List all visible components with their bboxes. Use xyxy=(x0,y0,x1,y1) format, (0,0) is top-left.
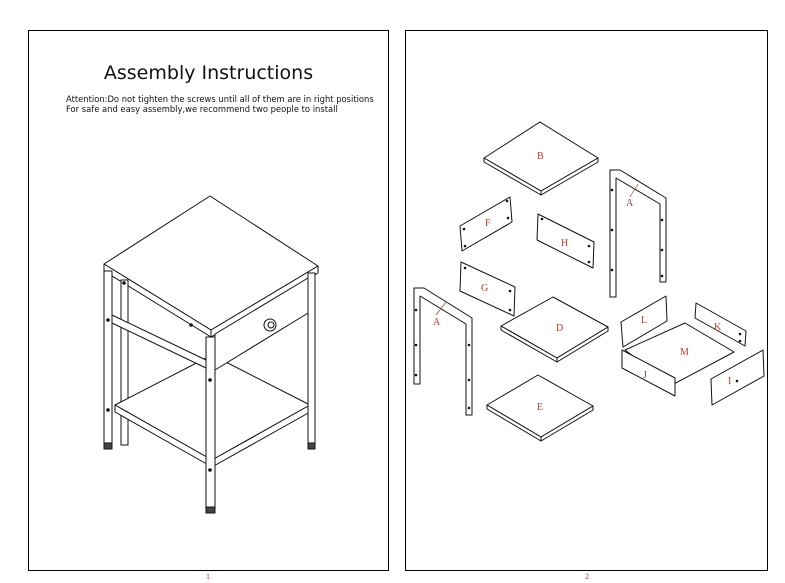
label-m: M xyxy=(680,347,689,358)
page-number-2: 2 xyxy=(585,572,589,581)
part-a-left xyxy=(413,287,473,416)
part-d xyxy=(500,296,609,359)
part-l xyxy=(620,295,668,348)
label-a-right: A xyxy=(626,198,634,209)
label-f: F xyxy=(485,218,491,229)
label-h: H xyxy=(561,238,568,249)
label-d: D xyxy=(556,323,563,334)
part-j xyxy=(621,349,676,397)
part-f xyxy=(459,196,513,252)
attention-note: Attention:Do not tighten the screws unti… xyxy=(66,94,374,104)
assembled-nightstand-drawing xyxy=(103,195,319,514)
label-g: G xyxy=(481,283,488,294)
label-e: E xyxy=(537,402,543,413)
part-i xyxy=(710,349,765,406)
label-k: K xyxy=(714,322,722,333)
part-k xyxy=(694,302,747,347)
exploded-parts-drawing xyxy=(413,121,765,442)
part-h xyxy=(536,213,595,269)
safety-note: For safe and easy assembly,we recommend … xyxy=(66,104,338,114)
page-title: Assembly Instructions xyxy=(103,62,314,84)
page-2 xyxy=(405,30,768,571)
part-a-right xyxy=(609,169,667,298)
label-l: L xyxy=(641,315,647,326)
label-i: I xyxy=(728,376,731,387)
label-b: B xyxy=(537,151,544,162)
label-j: J xyxy=(643,370,647,381)
label-a-left: A xyxy=(433,317,441,328)
part-g xyxy=(459,261,516,317)
page-number-1: 1 xyxy=(206,572,210,581)
